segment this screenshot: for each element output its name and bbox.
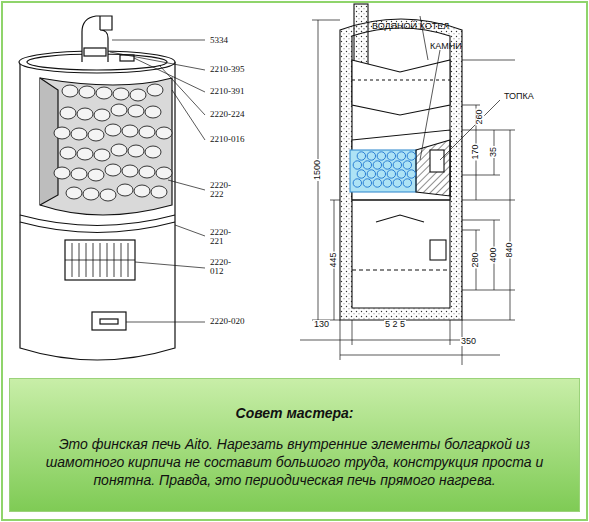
stone — [71, 128, 87, 140]
dimension: 445 — [329, 251, 338, 268]
stone — [117, 184, 133, 196]
stone — [387, 170, 395, 178]
stone — [134, 185, 150, 197]
stone — [79, 86, 95, 98]
dimension: 350 — [460, 337, 477, 346]
stone — [122, 125, 138, 137]
stone — [403, 179, 411, 187]
stone — [128, 105, 144, 117]
dimension: 130 — [313, 320, 330, 329]
stone — [60, 147, 76, 159]
stone — [111, 104, 127, 116]
callout-number: 2220-020 — [210, 317, 245, 326]
stone — [130, 89, 146, 101]
tip-box: Совет мастера: Это финская печь Aito. Нар… — [9, 378, 580, 512]
part-label: ВОДЯНОЙ КОТЕЛ — [372, 22, 449, 31]
stone — [113, 88, 129, 100]
callout-number: 2220- 221 — [210, 228, 238, 247]
stone — [156, 127, 172, 139]
stone — [373, 179, 381, 187]
stone — [377, 152, 385, 160]
stone — [94, 109, 110, 121]
stone — [105, 164, 121, 176]
grate-bar — [65, 260, 135, 261]
callout-number: 2210-391 — [210, 87, 245, 96]
stone — [151, 186, 167, 198]
dimension: 400 — [489, 246, 498, 263]
dimension: 170 — [471, 143, 480, 160]
stone — [94, 149, 110, 161]
stone — [96, 87, 112, 99]
stone — [383, 161, 391, 169]
stone — [407, 170, 415, 178]
dimension: 35 — [489, 146, 498, 158]
stone — [88, 129, 104, 141]
dimension: 260 — [475, 108, 484, 125]
stone — [88, 169, 104, 181]
stone — [71, 168, 87, 180]
part-label: КАМНИ — [430, 42, 462, 51]
stone — [54, 127, 70, 139]
callout-number: 2220-224 — [210, 110, 245, 119]
stone — [111, 144, 127, 156]
callout-number: 2220- 012 — [210, 258, 238, 277]
callout-number: 2220- 222 — [210, 181, 238, 200]
stone — [373, 161, 381, 169]
stone — [128, 145, 144, 157]
tip-heading: Совет мастера: — [10, 405, 579, 421]
stone — [139, 126, 155, 138]
stone — [122, 165, 138, 177]
dimension: 5 2 5 — [384, 320, 406, 329]
stone — [145, 106, 161, 118]
stone — [145, 146, 161, 158]
stone — [60, 107, 76, 119]
stone — [377, 170, 385, 178]
callout-number: 2210-016 — [210, 135, 245, 144]
stones-pile — [54, 84, 172, 201]
stone — [363, 161, 371, 169]
stone — [156, 167, 172, 179]
dimension: 280 — [471, 251, 480, 268]
stone — [353, 179, 361, 187]
stone — [357, 170, 365, 178]
tip-body: Это финская печь Aito. Нарезать внутренн… — [28, 435, 561, 490]
dimension: 840 — [505, 241, 514, 258]
stone — [403, 161, 411, 169]
stone — [66, 187, 82, 199]
stone — [393, 161, 401, 169]
stone — [393, 179, 401, 187]
stone — [387, 152, 395, 160]
stone — [397, 152, 405, 160]
stone — [397, 170, 405, 178]
stone — [77, 108, 93, 120]
stone — [363, 179, 371, 187]
stone — [357, 152, 365, 160]
stone — [139, 166, 155, 178]
stone — [100, 189, 116, 201]
stone — [77, 148, 93, 160]
stone — [407, 152, 415, 160]
stone — [105, 124, 121, 136]
stone — [147, 84, 163, 96]
stone — [353, 161, 361, 169]
stone — [62, 85, 78, 97]
stone — [54, 167, 70, 179]
stone — [367, 170, 375, 178]
callout-number: 2210-395 — [210, 65, 245, 74]
part-label: ТОПКА — [504, 92, 534, 101]
dimension: 1500 — [313, 159, 322, 181]
callout-number: 5334 — [210, 36, 228, 45]
stone — [383, 179, 391, 187]
stone — [83, 188, 99, 200]
stone — [367, 152, 375, 160]
